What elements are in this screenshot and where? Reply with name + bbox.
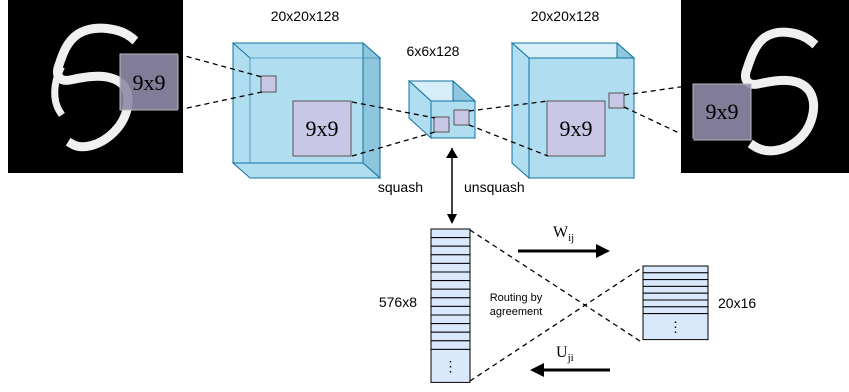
dims-label-digit-vector: 20x16: [718, 295, 756, 311]
kernel-label-left-image: 9x9: [133, 70, 166, 95]
digit-vector-ellipsis: ⋮: [669, 319, 683, 335]
kernel-cell-mid-b: [453, 109, 470, 126]
receptive-field-right: [692, 83, 752, 141]
dims-label-primary-caps: 6x6x128: [407, 43, 460, 59]
primary-vector-row: [430, 262, 471, 273]
dims-label-left-cube: 20x20x128: [271, 8, 340, 24]
output-image-right: 9x9: [681, 0, 849, 173]
weight-backward-arrow: Uji: [530, 344, 610, 377]
kernel-label-right-image: 9x9: [706, 99, 739, 124]
unsquash-label: unsquash: [464, 179, 525, 195]
input-image-left: 9x9: [8, 0, 183, 173]
receptive-field-left: [119, 53, 179, 111]
squash-unsquash-arrow: squash unsquash: [378, 148, 525, 224]
squash-label: squash: [378, 179, 423, 195]
primary-vector-ellipsis: ⋮: [444, 358, 458, 374]
kernel-region-left: [292, 100, 352, 157]
primary-vector-row: [430, 297, 471, 307]
primary-capsule-vector: ⋮: [430, 228, 471, 383]
digit-vector-row: [642, 299, 709, 308]
routing-lines: [469, 229, 644, 382]
primary-vector-row: [430, 280, 471, 290]
digit-vector-row: [642, 265, 709, 274]
digit-vector-row: [642, 285, 709, 294]
primary-vector-row: [430, 228, 471, 239]
kernel-label-left-cube: 9x9: [306, 116, 339, 141]
primary-vector-row: [430, 271, 471, 282]
primary-vector-row: [430, 305, 471, 316]
primary-vector-row: [430, 254, 471, 264]
primary-vector-row: [430, 237, 471, 247]
kernel-label-right-cube: 9x9: [560, 116, 593, 141]
cube-side-face: [362, 41, 381, 180]
conv-cube-left: 9x9 20x20x128: [231, 8, 382, 180]
digit-vector-row: [642, 272, 709, 281]
projection-lines-top: [177, 53, 695, 157]
dims-label-right-cube: 20x20x128: [531, 8, 600, 24]
primary-vector-row: [430, 331, 471, 342]
primary-vector-ellipsis-cell: [430, 348, 471, 383]
dims-label-primary-vector: 576x8: [379, 294, 417, 310]
kernel-region-right: [546, 100, 606, 157]
conv-cube-right: 20x20x128 9x9: [510, 8, 636, 180]
primary-vector-row: [430, 323, 471, 333]
digit-five-stroke-right: [741, 27, 819, 156]
routing-label-line2: agreement: [490, 306, 543, 318]
weight-forward-arrow: Wij: [518, 224, 610, 258]
primary-vector-row: [430, 245, 471, 256]
digit-vector-row: [642, 306, 709, 315]
weight-forward-label: Wij: [553, 224, 574, 244]
digit-five-stroke: [51, 23, 139, 152]
routing-label: Routing by agreement: [490, 292, 543, 318]
routing-label-line1: Routing by: [490, 292, 543, 304]
primary-vector-row: [430, 288, 471, 299]
kernel-cell-mid-a: [433, 116, 450, 133]
primary-caps-cube: 6x6x128: [407, 43, 477, 140]
digit-vector-ellipsis-cell: [642, 313, 709, 341]
weight-backward-label: Uji: [556, 344, 574, 364]
primary-vector-row: [430, 340, 471, 350]
kernel-cell-right: [608, 92, 625, 109]
primary-vector-row: [430, 314, 471, 325]
digit-capsule-vector: ⋮: [642, 265, 709, 341]
digit-vector-row: [642, 292, 709, 301]
digit-vector-row: [642, 279, 709, 287]
kernel-cell-left: [260, 75, 277, 93]
